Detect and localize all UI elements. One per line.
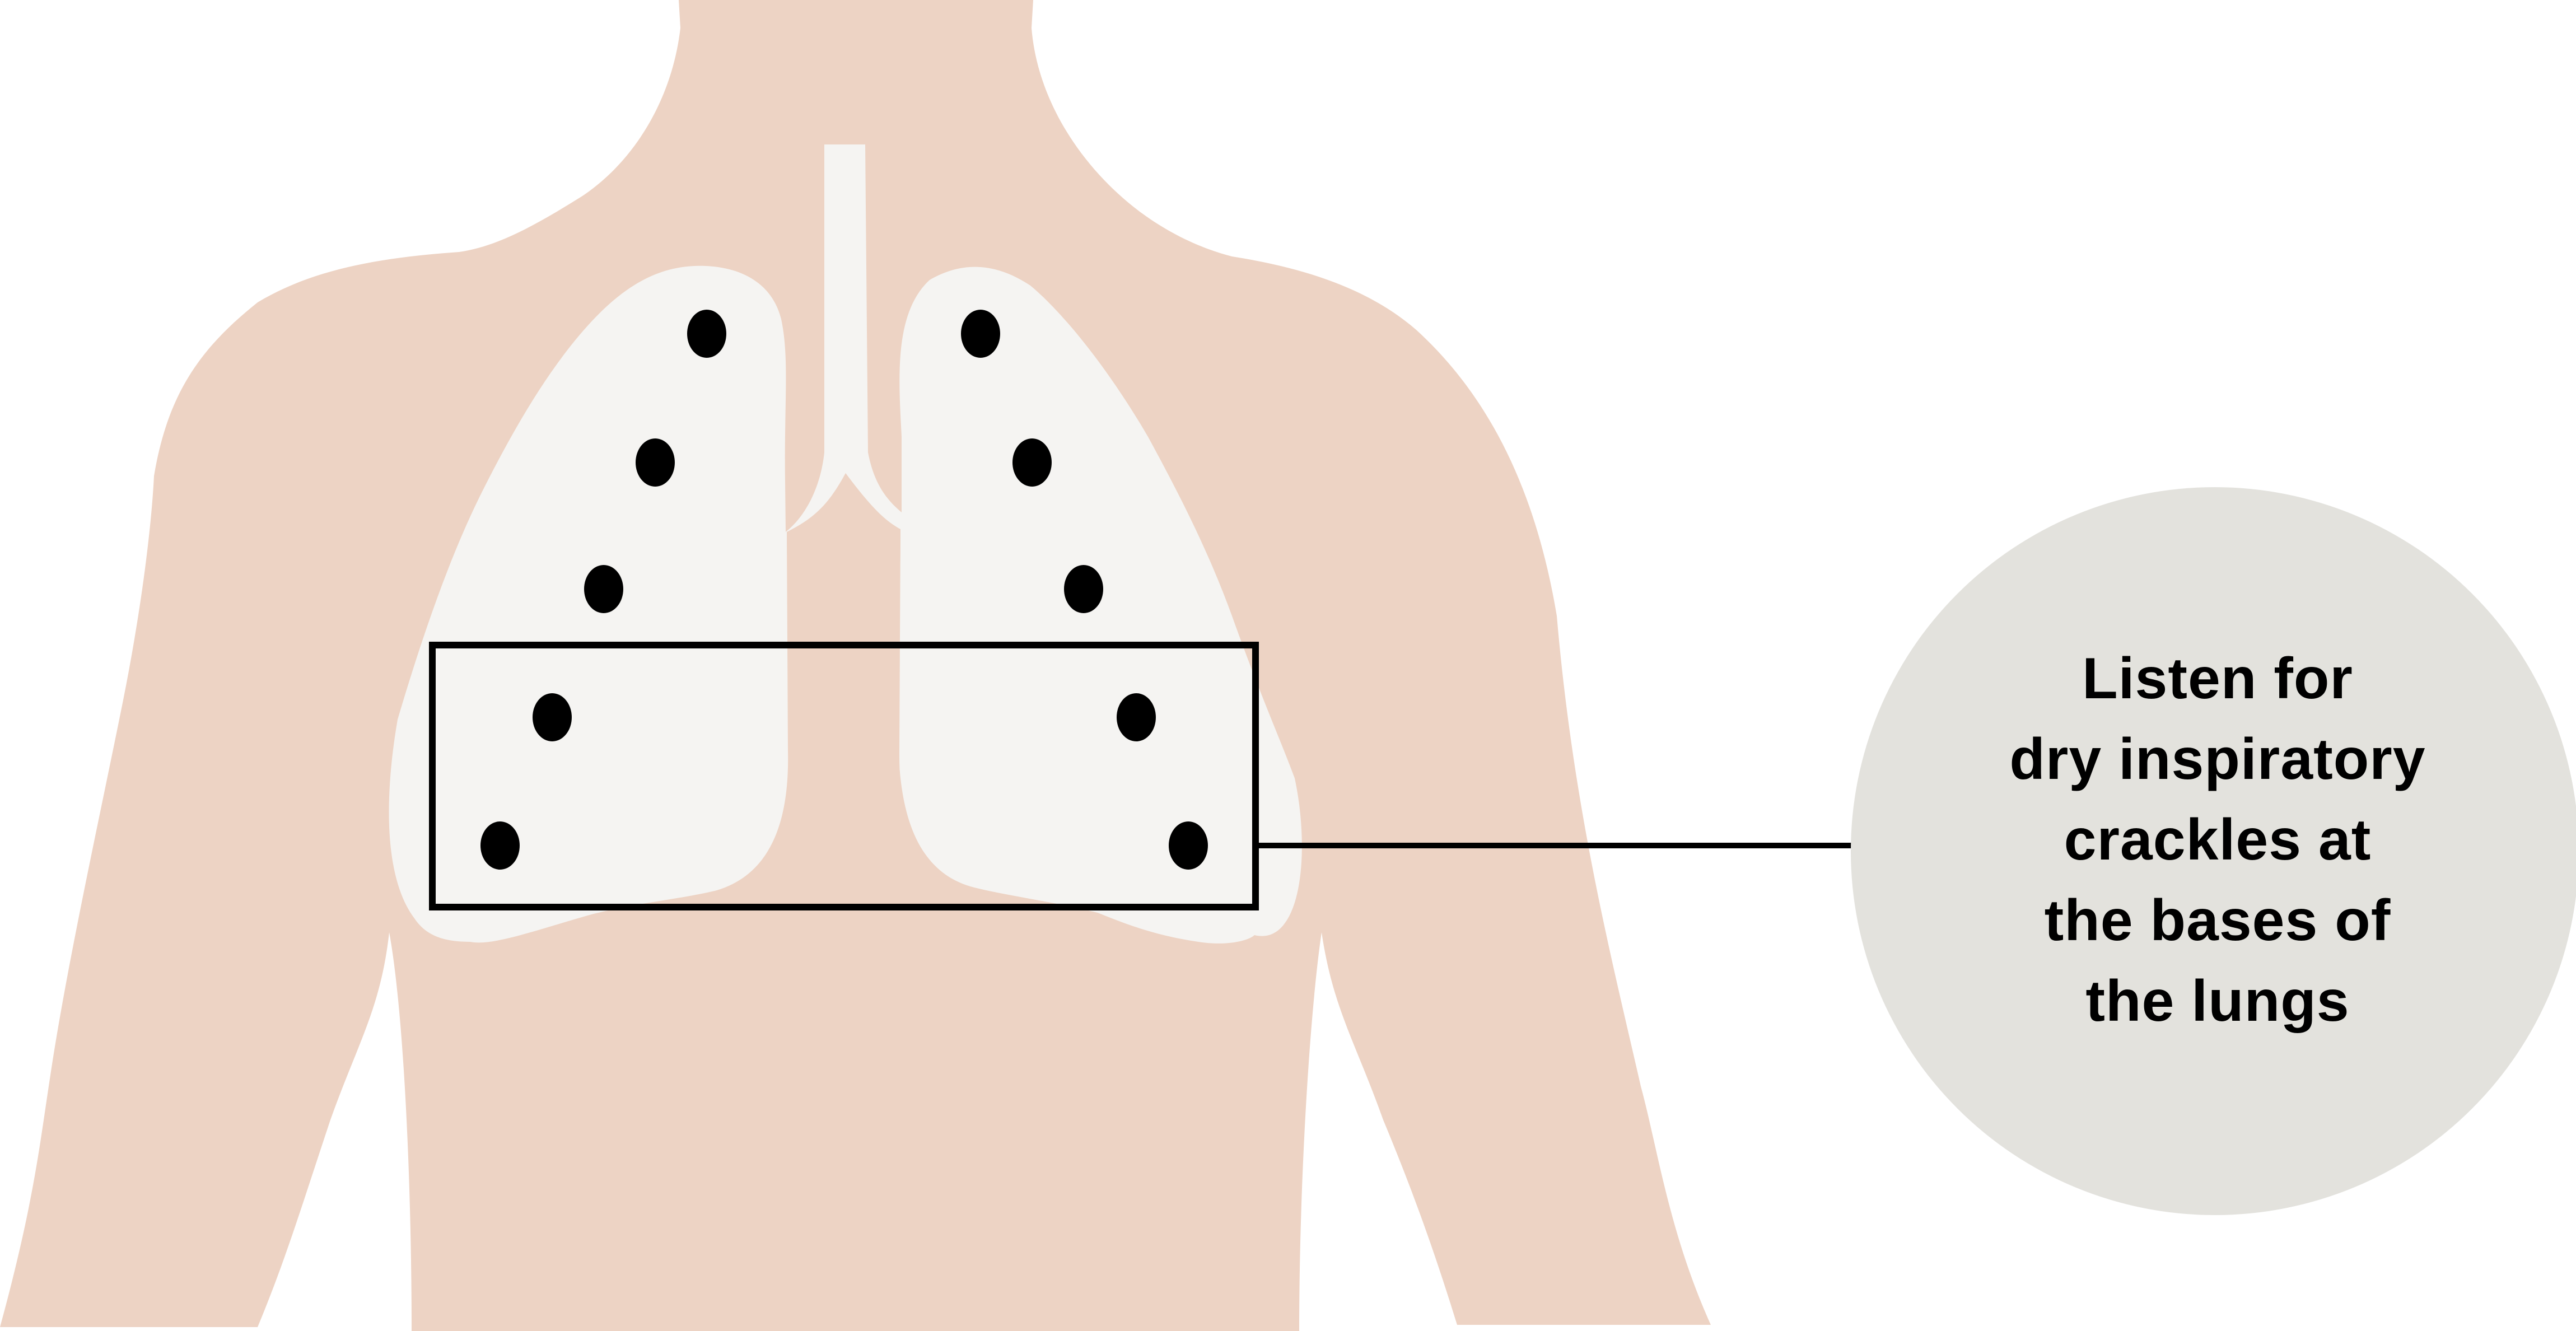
marker-dot — [480, 821, 520, 870]
callout-line: dry inspiratory — [2009, 727, 2426, 792]
callout-line: the lungs — [2085, 969, 2350, 1034]
callout-line: Listen for — [2082, 646, 2353, 711]
marker-dot — [533, 693, 572, 741]
mediastinum — [728, 473, 963, 890]
right-lung-markers — [961, 310, 1208, 870]
highlight-box — [429, 642, 1259, 910]
marker-dot — [1169, 821, 1208, 870]
callout-line: crackles at — [2064, 807, 2372, 872]
callout-bubble — [1851, 487, 2576, 1215]
marker-dot — [1012, 438, 1052, 487]
marker-dot — [636, 438, 675, 487]
marker-dot — [584, 565, 623, 613]
marker-dot — [961, 310, 1000, 358]
left-lung-markers — [480, 310, 726, 870]
callout-text: Listen for dry inspiratory crackles at t… — [1854, 638, 2576, 1042]
marker-dot — [1117, 693, 1156, 741]
marker-dot — [1064, 565, 1103, 613]
marker-dot — [687, 310, 726, 358]
left-lung — [389, 144, 1302, 944]
callout-line: the bases of — [2044, 888, 2391, 953]
